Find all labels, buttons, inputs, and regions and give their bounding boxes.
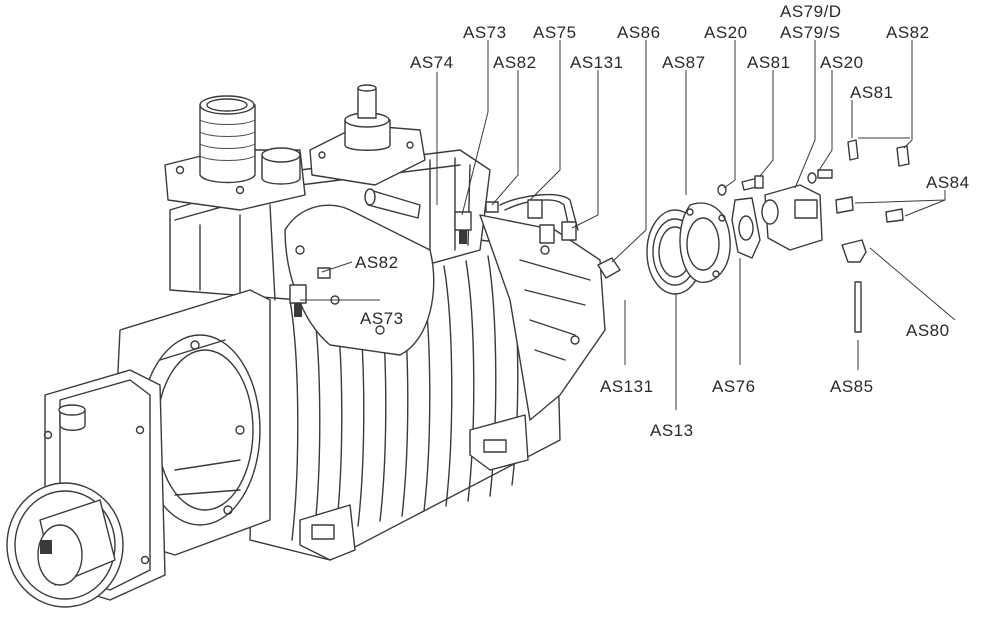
part-as76 <box>731 197 761 259</box>
label-as82-top-right: AS82 <box>886 23 930 42</box>
leader-lines <box>300 40 956 410</box>
label-as131-bottom: AS131 <box>600 377 654 396</box>
label-as76: AS76 <box>712 377 756 396</box>
label-as20-right: AS20 <box>820 53 864 72</box>
label-as73-top: AS73 <box>463 23 507 42</box>
label-as79s: AS79/S <box>780 23 841 42</box>
label-as86: AS86 <box>617 23 661 42</box>
part-as86 <box>597 257 621 279</box>
part-as80-elbow <box>841 239 867 263</box>
fittings <box>289 193 579 317</box>
supercharger-assembly <box>6 84 606 608</box>
label-as79d: AS79/D <box>780 2 842 21</box>
part-as84-a <box>835 196 854 214</box>
part-as81-right <box>847 139 859 161</box>
exploded-parts <box>597 139 910 333</box>
part-as20-right <box>807 172 817 184</box>
label-as73-left: AS73 <box>360 309 404 328</box>
part-as20-washer <box>717 184 727 196</box>
label-as75: AS75 <box>533 23 577 42</box>
label-as82-mid: AS82 <box>493 53 537 72</box>
label-as13: AS13 <box>650 421 694 440</box>
label-as20-top: AS20 <box>704 23 748 42</box>
label-as74: AS74 <box>410 53 454 72</box>
label-as81-top: AS81 <box>747 53 791 72</box>
part-as84-b <box>885 208 904 223</box>
label-as87: AS87 <box>662 53 706 72</box>
label-as131-top: AS131 <box>570 53 624 72</box>
part-as82-right <box>896 145 910 167</box>
part-as85-rod <box>854 281 862 333</box>
callout-labels: AS73 AS75 AS86 AS20 AS79/D AS79/S AS82 A… <box>355 2 970 440</box>
label-as80: AS80 <box>906 321 950 340</box>
label-as85: AS85 <box>830 377 874 396</box>
label-as82-left: AS82 <box>355 253 399 272</box>
label-as84: AS84 <box>926 173 970 192</box>
label-as81-right: AS81 <box>850 83 894 102</box>
